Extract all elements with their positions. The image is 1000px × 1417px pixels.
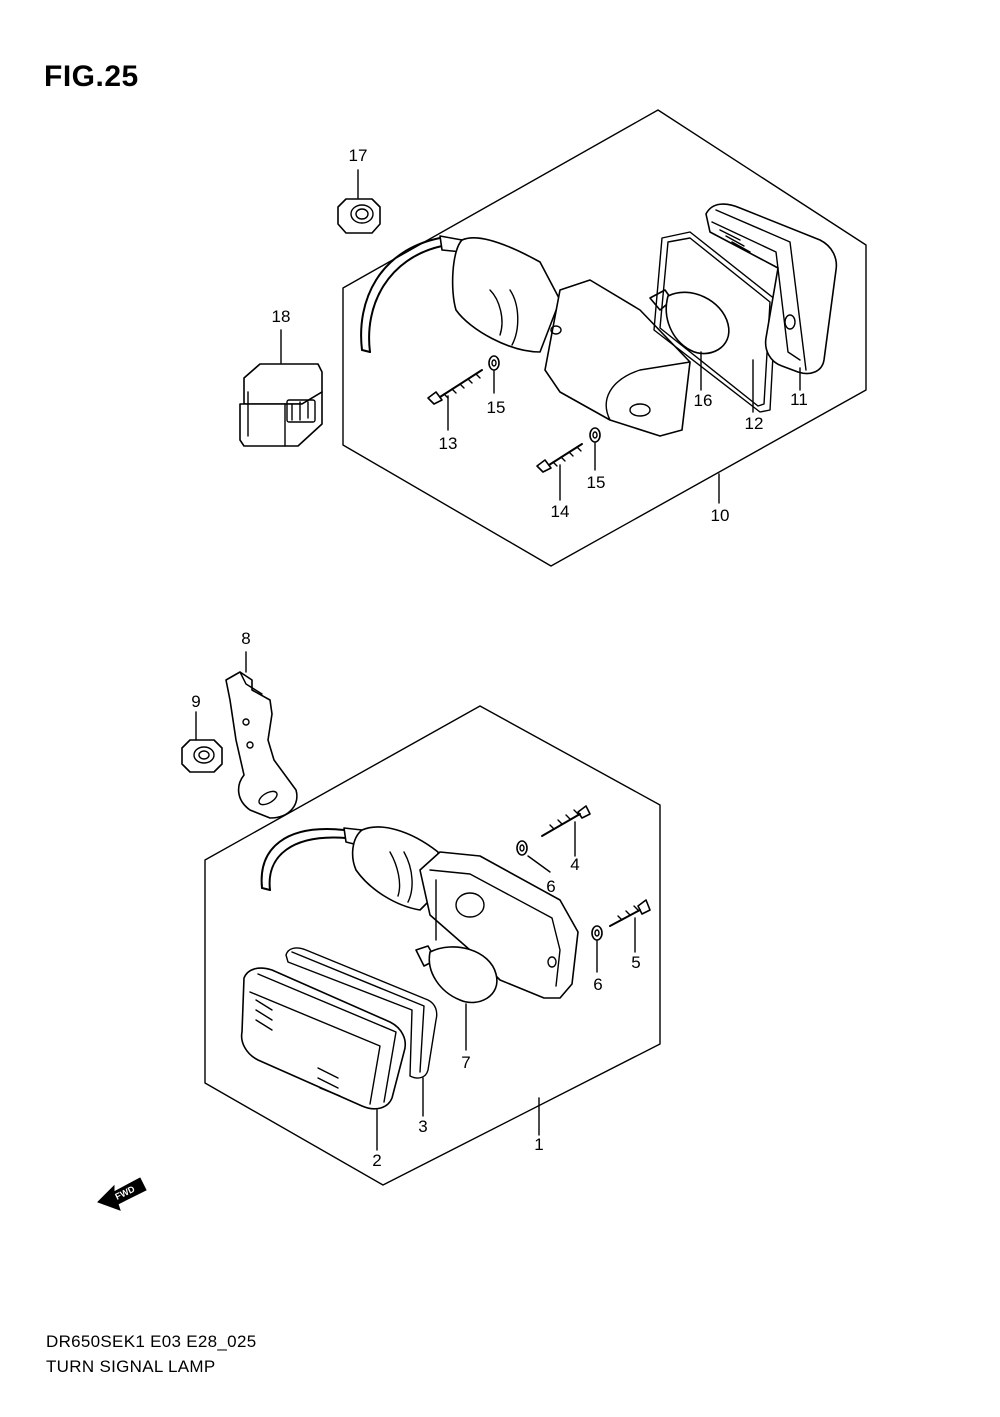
callout-15a: 15 [487,398,506,417]
callout-14: 14 [551,502,570,521]
part-5-screw [609,899,651,927]
callout-17: 17 [349,146,368,165]
part-14-screw [536,443,583,473]
part-2-lens [240,967,406,1110]
part-15-washer-lower [589,427,601,443]
fwd-arrow-icon: FWD [97,1177,147,1211]
callout-7: 7 [461,1053,470,1072]
part-8-bracket [225,671,298,819]
callout-5: 5 [631,953,640,972]
part-9-nut [181,739,223,773]
part-1-lamp-housing [343,826,579,999]
part-17-nut [337,198,381,234]
part-12-gasket [653,231,777,413]
callout-13: 13 [439,434,458,453]
callout-6a: 6 [546,877,555,896]
part-3-gasket [285,947,438,1079]
part-15-washer-upper [488,355,500,371]
lower-lamp-wire [260,828,345,889]
figure-title: FIG.25 [44,60,139,93]
part-18-relay [239,363,323,447]
callout-8: 8 [241,629,250,648]
part-7-bulb [415,945,498,1004]
callout-11: 11 [790,390,808,409]
callout-16: 16 [694,391,713,410]
assembly-boundary-lower [204,705,661,1186]
callout-10: 10 [711,506,730,525]
callout-18: 18 [272,307,291,326]
part-6-washer-upper [516,840,528,856]
assembly-boundary-upper [342,109,867,567]
callout-6b: 6 [593,975,602,994]
part-11-lens [705,203,838,375]
callout-9: 9 [191,692,200,711]
upper-lamp-wire [360,237,441,351]
part-16-bulb [649,289,730,355]
callout-4: 4 [570,855,579,874]
callout-12: 12 [745,414,764,433]
callout-1: 1 [534,1135,543,1154]
part-13-screw [427,369,483,405]
callout-3: 3 [418,1117,427,1136]
callout-15b: 15 [587,473,606,492]
part-4-screw [541,805,591,837]
callout-2: 2 [372,1151,381,1170]
part-10-lamp-housing [439,235,691,437]
figure-name: TURN SIGNAL LAMP [46,1357,216,1376]
part-6-washer-lower [591,925,603,941]
model-code: DR650SEK1 E03 E28_025 [46,1332,257,1351]
